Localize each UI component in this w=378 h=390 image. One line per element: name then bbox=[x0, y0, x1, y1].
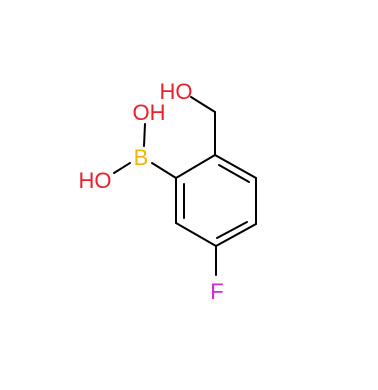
bond-lines bbox=[113, 96, 257, 276]
atom-label-oh-top: OH bbox=[133, 100, 166, 125]
bond-boron-oh-left bbox=[113, 162, 131, 174]
bond-ring-boron bbox=[151, 162, 177, 179]
bond-boron-oh-top bbox=[143, 123, 146, 147]
atom-label-fluorine: F bbox=[210, 279, 223, 304]
ring-bond-c1-c2 bbox=[214, 154, 257, 179]
atom-labels: OH B HO HO F bbox=[79, 79, 224, 304]
ring-bond-c6-c1 bbox=[175, 154, 216, 179]
ring-double-bond-inner-1 bbox=[218, 164, 250, 183]
atom-label-ho-left: HO bbox=[79, 168, 112, 193]
atom-label-ho-hydroxymethyl: HO bbox=[160, 79, 193, 104]
ring-bond-c3-c4 bbox=[215, 223, 257, 247]
bond-ch2-oh bbox=[190, 96, 216, 113]
ring-bond-c4-c5 bbox=[175, 222, 217, 247]
ring-double-bond-inner-2 bbox=[216, 221, 248, 239]
atom-label-boron: B bbox=[134, 145, 149, 170]
